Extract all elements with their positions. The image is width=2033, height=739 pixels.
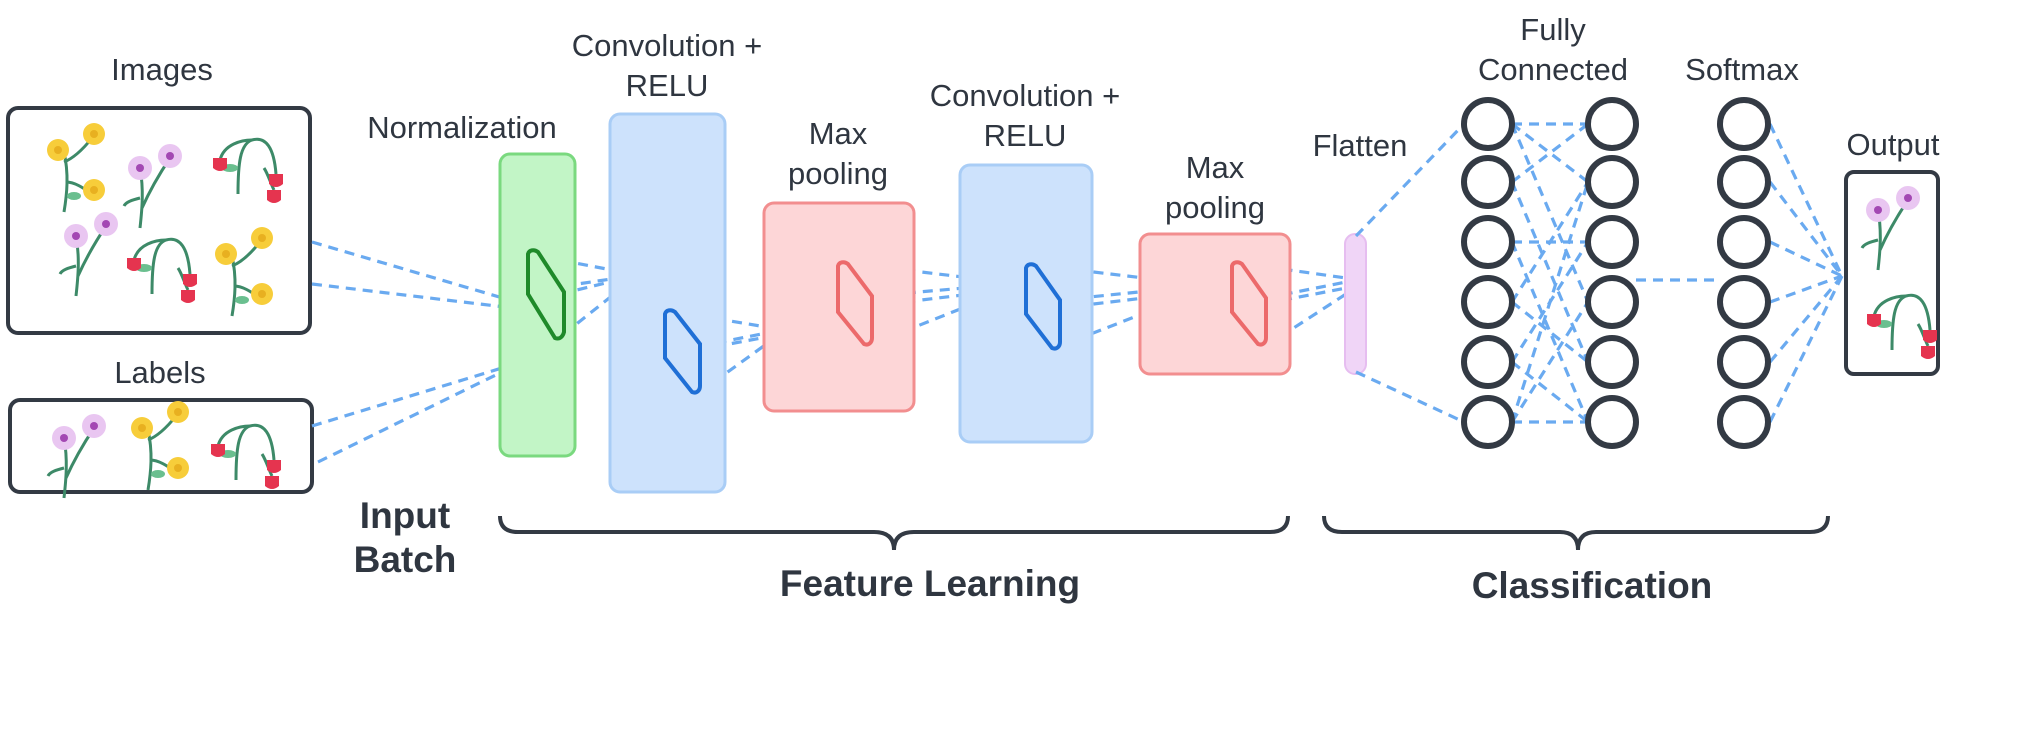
conv1-label-line2: RELU xyxy=(626,68,709,103)
normalization-layer xyxy=(498,152,577,458)
neuron-node-icon xyxy=(1461,155,1515,209)
neuron-node-icon xyxy=(1717,155,1771,209)
fc-column-1 xyxy=(1461,97,1515,449)
conv1-label-line1: Convolution + xyxy=(572,28,762,63)
maxpool1-label-line1: Max xyxy=(809,116,868,151)
conv1-layer xyxy=(608,112,727,494)
neuron-node-icon xyxy=(1585,97,1639,151)
kernel-window-icon xyxy=(1024,262,1062,351)
maxpool2-label-line1: Max xyxy=(1186,150,1245,185)
softmax-column xyxy=(1717,97,1771,449)
neuron-node-icon xyxy=(1717,395,1771,449)
normalization-label: Normalization xyxy=(367,110,557,145)
neuron-node-icon xyxy=(1717,215,1771,269)
fully-connected-label-line1: Fully xyxy=(1520,12,1586,47)
flatten-label: Flatten xyxy=(1313,128,1408,163)
labels-label: Labels xyxy=(114,355,205,390)
kernel-window-icon xyxy=(526,248,566,341)
neuron-node-icon xyxy=(1717,335,1771,389)
neuron-node-icon xyxy=(1717,97,1771,151)
classification-label: Classification xyxy=(1472,565,1713,606)
neuron-node-icon xyxy=(1461,275,1515,329)
conv2-label-line2: RELU xyxy=(984,118,1067,153)
brace-icon xyxy=(498,515,1290,551)
maxpool2-label-line2: pooling xyxy=(1165,190,1265,225)
maxpool1-label-line2: pooling xyxy=(788,156,888,191)
kernel-window-icon xyxy=(663,308,702,395)
fully-connected-label-line2: Connected xyxy=(1478,52,1628,87)
feature-learning-label: Feature Learning xyxy=(780,563,1080,604)
neuron-node-icon xyxy=(1461,215,1515,269)
neuron-node-icon xyxy=(1585,335,1639,389)
output-label: Output xyxy=(1846,127,1939,162)
kernel-window-icon xyxy=(1230,260,1268,347)
images-label: Images xyxy=(111,52,213,87)
neuron-node-icon xyxy=(1461,395,1515,449)
conv2-label-line1: Convolution + xyxy=(930,78,1120,113)
softmax-label: Softmax xyxy=(1685,52,1799,87)
brace-icon xyxy=(1322,515,1830,551)
dense-connection-lines xyxy=(1354,122,1844,424)
neuron-node-icon xyxy=(1585,215,1639,269)
neuron-node-icon xyxy=(1585,275,1639,329)
flatten-layer xyxy=(1344,233,1367,375)
neuron-node-icon xyxy=(1717,275,1771,329)
kernel-window-icon xyxy=(836,260,874,347)
input-batch-label-line2: Batch xyxy=(354,539,457,580)
neuron-node-icon xyxy=(1461,335,1515,389)
neuron-node-icon xyxy=(1461,97,1515,151)
neuron-node-icon xyxy=(1585,395,1639,449)
fc-column-2 xyxy=(1585,97,1639,449)
input-batch-label-line1: Input xyxy=(360,495,450,536)
neuron-node-icon xyxy=(1585,155,1639,209)
